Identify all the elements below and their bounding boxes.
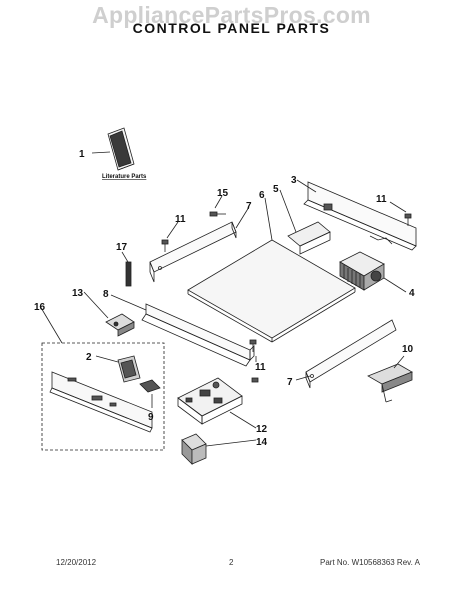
footer-page-number: 2 xyxy=(229,558,234,567)
callout-14: 14 xyxy=(256,437,268,448)
callout-4: 4 xyxy=(409,288,415,299)
side-bracket-right xyxy=(305,319,397,389)
callout-6: 6 xyxy=(259,190,265,201)
bracket-5 xyxy=(287,221,331,255)
literature-parts-caption: Literature Parts xyxy=(102,174,147,180)
callout-1: 1 xyxy=(79,149,85,160)
panel-bracket-2 xyxy=(117,355,141,383)
callout-11-right: 11 xyxy=(376,194,387,205)
bracket-14 xyxy=(181,433,207,465)
callout-17: 17 xyxy=(116,242,128,253)
callout-11-middle: 11 xyxy=(255,362,266,373)
strip-17 xyxy=(125,261,132,287)
callout-15: 15 xyxy=(217,188,229,199)
callout-3: 3 xyxy=(291,175,297,186)
callout-7-lower: 7 xyxy=(287,377,293,388)
base-plate xyxy=(187,239,356,343)
clip-13 xyxy=(105,313,135,337)
callout-13: 13 xyxy=(72,288,84,299)
screw xyxy=(404,213,412,226)
control-board xyxy=(177,377,243,425)
footer-date: 12/20/2012 xyxy=(56,558,97,567)
literature-booklet xyxy=(107,127,135,171)
grille-9 xyxy=(139,379,161,393)
callout-10: 10 xyxy=(402,344,414,355)
callout-5: 5 xyxy=(273,184,279,195)
screw-15 xyxy=(209,211,226,217)
screw xyxy=(249,339,259,383)
side-bracket-left xyxy=(149,221,237,283)
front-trim-channel xyxy=(141,303,255,367)
callout-7-upper: 7 xyxy=(246,201,252,212)
callout-11-left: 11 xyxy=(175,214,186,225)
callout-16: 16 xyxy=(34,302,46,313)
bracket-10 xyxy=(367,363,413,403)
footer-part-number: Part No. W10568363 Rev. A xyxy=(320,558,420,567)
callout-8: 8 xyxy=(103,289,109,300)
screw xyxy=(161,239,169,252)
watermark: AppliancePartsPros.com xyxy=(92,2,371,28)
page-title: CONTROL PANEL PARTS xyxy=(132,20,331,36)
callout-9: 9 xyxy=(148,412,154,423)
control-panel-face xyxy=(49,371,153,433)
back-bracket xyxy=(303,181,417,251)
callout-2: 2 xyxy=(86,352,92,363)
callout-12: 12 xyxy=(256,424,268,435)
